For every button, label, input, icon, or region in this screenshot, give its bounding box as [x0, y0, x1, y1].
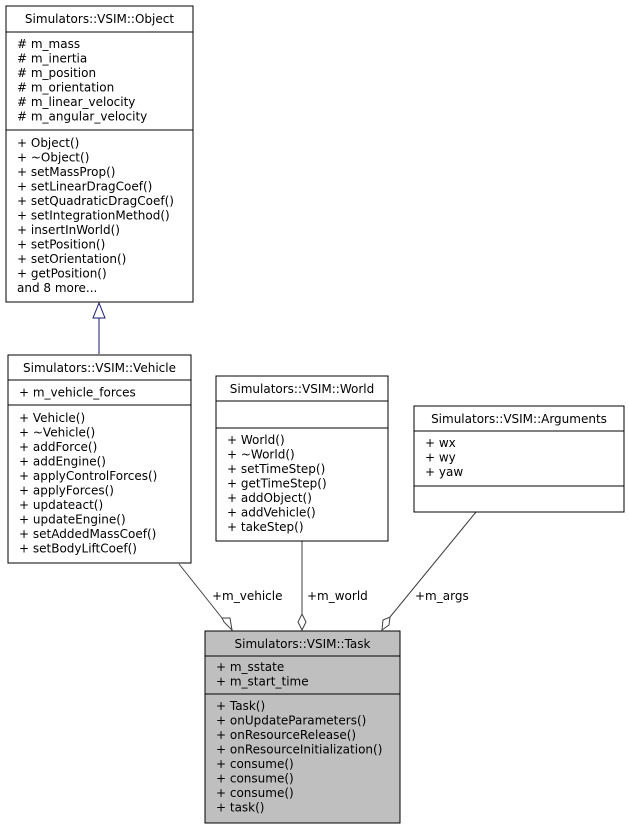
- inheritance-arrowhead: [92, 301, 106, 319]
- method-on-resource-init: + onResourceInitialization(): [216, 743, 382, 757]
- class-name-vehicle: Simulators::VSIM::Vehicle: [23, 361, 176, 375]
- method-set-body-lift: + setBodyLiftCoef(): [19, 542, 137, 556]
- method-set-linear-drag: + setLinearDragCoef(): [17, 180, 152, 194]
- aggregation-diamond-args: [381, 616, 391, 632]
- aggregation-line-args: [389, 511, 477, 618]
- method-get-time-step: + getTimeStep(): [227, 477, 327, 491]
- method-on-resource-release: + onResourceRelease(): [216, 728, 356, 742]
- method-apply-control-forces: + applyControlForces(): [19, 469, 157, 483]
- class-name-object: Simulators::VSIM::Object: [25, 12, 174, 26]
- attr-mass: # m_mass: [17, 37, 80, 51]
- attr-wx: + wx: [425, 436, 456, 450]
- method-set-time-step: + setTimeStep(): [227, 462, 325, 476]
- method-consume-3: + consume(): [216, 786, 294, 800]
- method-apply-forces: + applyForces(): [19, 484, 114, 498]
- method-set-quadratic-drag: + setQuadraticDragCoef(): [17, 194, 174, 208]
- class-box-object[interactable]: Simulators::VSIM::Object # m_mass # m_in…: [5, 5, 194, 303]
- method-update-engine: + updateEngine(): [19, 513, 126, 527]
- more-methods-link[interactable]: and 8 more...: [17, 281, 97, 295]
- method-get-position: + getPosition(): [17, 267, 107, 281]
- method-consume-2: + consume(): [216, 772, 294, 786]
- method-updateact: + updateact(): [19, 498, 103, 512]
- aggregation-diamond-world: [297, 612, 307, 632]
- relation-label-args: +m_args: [415, 589, 469, 603]
- class-box-task[interactable]: Simulators::VSIM::Task + m_sstate + m_st…: [204, 630, 401, 824]
- class-name-world: Simulators::VSIM::World: [230, 382, 374, 396]
- attr-position: # m_position: [17, 66, 96, 80]
- method-set-position: + setPosition(): [17, 238, 105, 252]
- method-task-ctor: + Task(): [216, 699, 265, 713]
- attr-wy: + wy: [425, 451, 456, 465]
- method-vehicle-destructor: + ~Vehicle(): [19, 426, 95, 440]
- class-name-task: Simulators::VSIM::Task: [235, 637, 371, 651]
- method-take-step: + takeStep(): [227, 520, 304, 534]
- method-world: + World(): [227, 433, 285, 447]
- method-object: + Object(): [17, 136, 79, 150]
- attr-inertia: # m_inertia: [17, 52, 87, 66]
- method-task: + task(): [216, 801, 265, 815]
- method-consume-1: + consume(): [216, 757, 294, 771]
- method-on-update-parameters: + onUpdateParameters(): [216, 714, 366, 728]
- aggregation-diamond-vehicle: [221, 617, 233, 632]
- class-box-vehicle[interactable]: Simulators::VSIM::Vehicle + m_vehicle_fo…: [7, 354, 192, 564]
- method-set-added-mass: + setAddedMassCoef(): [19, 527, 156, 541]
- class-box-world[interactable]: Simulators::VSIM::World + World() + ~Wor…: [215, 375, 389, 542]
- method-add-force: + addForce(): [19, 440, 97, 454]
- method-add-engine: + addEngine(): [19, 455, 106, 469]
- attr-yaw: + yaw: [425, 465, 463, 479]
- attr-linear-velocity: # m_linear_velocity: [17, 95, 135, 109]
- method-insert-in-world: + insertInWorld(): [17, 223, 120, 237]
- relation-label-world: +m_world: [307, 589, 368, 603]
- method-destructor: + ~Object(): [17, 151, 89, 165]
- method-set-mass-prop: + setMassProp(): [17, 165, 115, 179]
- method-add-object: + addObject(): [227, 491, 312, 505]
- method-add-vehicle: + addVehicle(): [227, 506, 316, 520]
- class-box-arguments[interactable]: Simulators::VSIM::Arguments + wx + wy + …: [413, 405, 625, 513]
- attr-vehicle-forces: + m_vehicle_forces: [19, 386, 136, 400]
- method-world-destructor: + ~World(): [227, 448, 295, 462]
- attr-angular-velocity: # m_angular_velocity: [17, 110, 147, 124]
- class-name-arguments: Simulators::VSIM::Arguments: [431, 412, 607, 426]
- relation-label-vehicle: +m_vehicle: [212, 589, 282, 603]
- method-set-orientation: + setOrientation(): [17, 252, 126, 266]
- attr-orientation: # m_orientation: [17, 81, 114, 95]
- attr-sstate: + m_sstate: [216, 660, 284, 674]
- aggregation-line-vehicle: [178, 563, 223, 619]
- method-vehicle: + Vehicle(): [19, 411, 85, 425]
- attr-start-time: + m_start_time: [216, 675, 309, 689]
- method-set-integration: + setIntegrationMethod(): [17, 209, 170, 223]
